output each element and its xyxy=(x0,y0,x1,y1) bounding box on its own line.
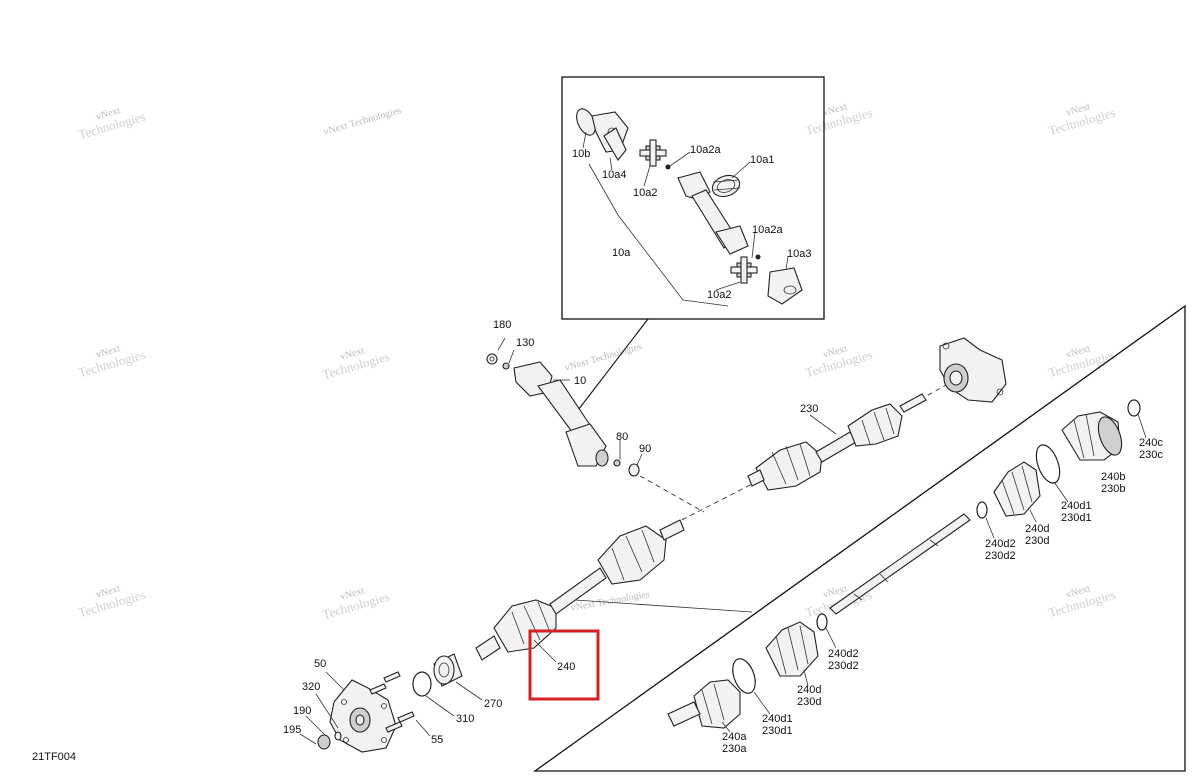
callout-230: 230 xyxy=(800,403,818,415)
leader-310 xyxy=(425,695,455,717)
leader-230 xyxy=(809,414,837,435)
callout-240d2: 240d2 xyxy=(985,538,1016,550)
watermark-full: vNext Technologies xyxy=(322,105,402,138)
universal-cross-10a2-lower xyxy=(730,254,761,284)
yoke-10a3 xyxy=(767,267,803,305)
leader-50 xyxy=(325,671,345,691)
wheel-hub-knuckle xyxy=(939,337,1007,403)
yoke-10a4 xyxy=(603,127,627,161)
callout-240b: 240b xyxy=(1101,471,1125,483)
circlip-240c xyxy=(1127,399,1141,417)
leader-240d1 xyxy=(1053,481,1069,503)
clamp-240d2-lower xyxy=(816,613,828,631)
boot-240d-lower xyxy=(765,621,819,677)
callout-240d1: 240d1 xyxy=(1061,500,1092,512)
leader-240d1-lower xyxy=(753,691,771,715)
callout-190: 190 xyxy=(293,705,311,717)
leader-240d2 xyxy=(985,517,995,539)
callout-10a1: 10a1 xyxy=(750,154,774,166)
callout-10a2a-lower: 10a2a xyxy=(752,224,783,236)
wheel-hub-50 xyxy=(329,679,397,753)
prop-shaft-assembly-10 xyxy=(486,337,643,477)
triangle-detail-frame xyxy=(532,304,1186,772)
callout-310: 310 xyxy=(456,713,474,725)
leader-240c xyxy=(1137,413,1147,439)
callout-10a2-lower: 10a2 xyxy=(707,289,731,301)
drive-shaft-240 xyxy=(475,519,685,661)
leader-320 xyxy=(315,693,339,729)
universal-cross-10a2 xyxy=(639,139,671,170)
callout-230b: 230b xyxy=(1101,483,1125,495)
callout-240d-lower: 240d xyxy=(797,684,821,696)
boot-240d-upper xyxy=(993,461,1041,517)
bearing-270 xyxy=(433,653,463,687)
leader-240d-lower xyxy=(803,669,809,687)
callout-230d1-lower: 230d1 xyxy=(762,725,793,737)
axis-line xyxy=(911,383,949,405)
cv-joint-240a xyxy=(667,679,741,729)
leader-240 xyxy=(533,639,557,663)
callout-230d2-lower: 230d2 xyxy=(828,660,859,672)
leader-270 xyxy=(455,681,483,701)
drive-shaft-230 xyxy=(747,393,927,491)
highlight-box-240 xyxy=(528,629,600,701)
callout-10b: 10b xyxy=(572,148,590,160)
callout-240a: 240a xyxy=(722,731,747,743)
prop-shaft-10a xyxy=(677,171,749,255)
callout-55: 55 xyxy=(431,734,443,746)
wheel-stud-bolts xyxy=(369,671,415,733)
callout-90: 90 xyxy=(639,443,651,455)
axle-shaft xyxy=(829,513,971,615)
hub-nut-195 xyxy=(317,731,342,750)
callout-230a: 230a xyxy=(722,743,747,755)
callout-230d2: 230d2 xyxy=(985,550,1016,562)
callout-230c: 230c xyxy=(1139,449,1163,461)
callout-10a2: 10a2 xyxy=(633,187,657,199)
callout-240d1-lower: 240d1 xyxy=(762,713,793,725)
axis-line xyxy=(639,475,705,513)
detail-leader xyxy=(574,599,753,613)
clamp-240d1-lower xyxy=(732,658,756,694)
leader-55 xyxy=(415,719,431,737)
inset-frame xyxy=(561,76,825,320)
retaining-ring-310 xyxy=(412,671,432,697)
callout-240d2-lower: 240d2 xyxy=(828,648,859,660)
callout-80: 80 xyxy=(616,431,628,443)
diagram-code: 21TF004 xyxy=(32,751,76,763)
clamp-240d2-upper xyxy=(976,501,988,519)
cv-joint-housing-240b xyxy=(1061,411,1123,461)
callout-180: 180 xyxy=(493,319,511,331)
callout-270: 270 xyxy=(484,698,502,710)
inset-leader xyxy=(571,318,649,419)
callout-130: 130 xyxy=(516,337,534,349)
leader-190 xyxy=(305,715,327,737)
callout-10a4: 10a4 xyxy=(602,169,626,181)
callout-10: 10 xyxy=(574,375,586,387)
callout-240c: 240c xyxy=(1139,437,1163,449)
inset-driveshaft-detail: 10b 10a4 10a2 10a2a 10a1 10a 10a2a 10a3 … xyxy=(561,76,825,419)
callout-230d-lower: 230d xyxy=(797,696,821,708)
callout-240: 240 xyxy=(557,661,575,673)
callout-10a2a: 10a2a xyxy=(690,144,721,156)
callout-320: 320 xyxy=(302,681,320,693)
leader-240d2-lower xyxy=(825,627,837,649)
callout-10a: 10a xyxy=(612,247,631,259)
callout-195: 195 xyxy=(283,724,301,736)
leader-240d xyxy=(1029,509,1037,523)
leader-240a xyxy=(721,721,731,733)
callout-230d: 230d xyxy=(1025,535,1049,547)
callout-240d: 240d xyxy=(1025,523,1049,535)
watermark-full: vNext Technologies xyxy=(563,341,643,374)
callout-230d1: 230d1 xyxy=(1061,512,1092,524)
leader-195 xyxy=(299,733,317,745)
callout-50: 50 xyxy=(314,658,326,670)
shaft-boot-10a1 xyxy=(711,174,741,198)
callout-10a3: 10a3 xyxy=(787,248,811,260)
